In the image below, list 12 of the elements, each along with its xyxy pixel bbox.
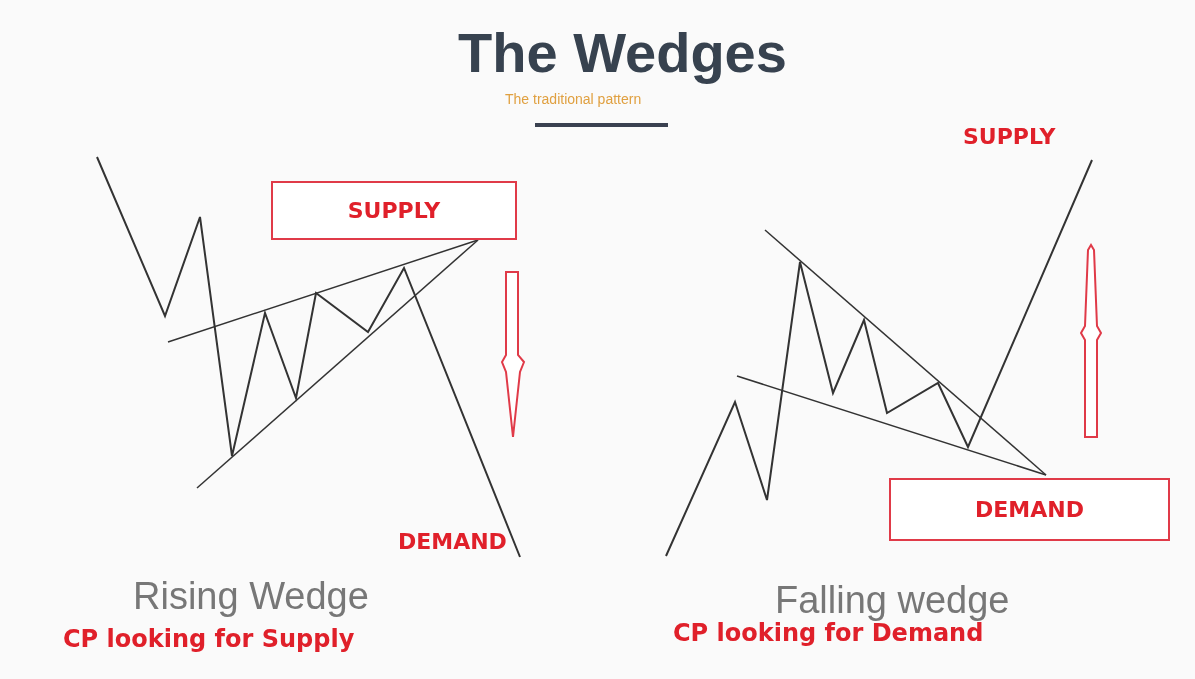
zone-box: [889, 478, 1170, 541]
note: CP looking for Supply: [63, 626, 355, 653]
title: The Wedges: [457, 22, 788, 84]
zone-label: SUPPLY: [347, 198, 441, 223]
zone-label: DEMAND: [398, 530, 507, 555]
zone-label: DEMAND: [975, 497, 1084, 522]
pattern-name: Falling wedge: [775, 580, 1010, 622]
pattern-name: Rising Wedge: [133, 576, 369, 618]
note: CP looking for Demand: [673, 620, 984, 647]
zone-box: [271, 181, 517, 240]
subtitle: The traditional pattern: [505, 92, 642, 108]
zone-label: SUPPLY: [963, 125, 1056, 150]
